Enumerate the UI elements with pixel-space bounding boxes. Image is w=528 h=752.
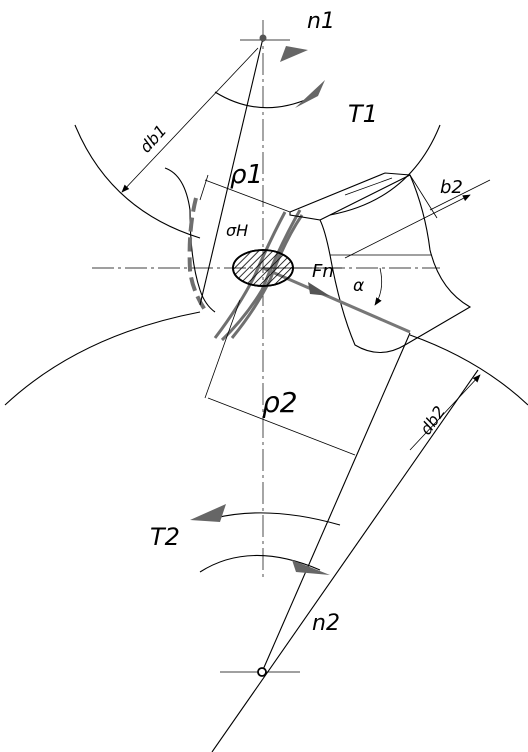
rho1-dimension-line [204,179,291,213]
rho1-ext [199,174,209,201]
b2-dimension-line [344,194,471,259]
rho2-left-ext [204,299,241,399]
db2-arrow [409,374,481,451]
label-T2: T2 [150,523,180,551]
gear-torque-arc [214,512,341,526]
contact-ellipse-fill [232,249,294,287]
label-db1: db1 [136,121,171,156]
alpha-arc [374,267,383,306]
pinion-tooth-flank-3 [220,209,302,342]
label-alpha: α [353,276,364,296]
gear-rotation-arc [199,554,321,573]
force-arrow [308,282,330,296]
gear-rotation-arrow [292,560,330,575]
b2-extension-2 [429,179,491,211]
label-T1: T1 [348,100,378,128]
pinion-center-point [259,34,267,42]
label-sigmaH: σH [226,221,248,240]
gear-center-point [257,667,267,677]
gear-tooth-top-edge [319,174,411,221]
pinion-rotation-arrow [295,80,325,108]
label-n2: n2 [312,611,340,636]
gear-tooth-body [289,172,472,354]
n2-line-of-action [261,332,411,673]
label-rho1: ρ1 [230,160,263,190]
gear-outline-arc-right [409,334,528,406]
gear-torque-arrow [190,504,226,522]
line-of-action [199,37,264,306]
pinion-rotation-arc [214,91,311,109]
b2-extension [409,174,438,219]
label-Fn: Fn [312,261,334,282]
label-rho2: ρ2 [262,386,298,419]
db2-line [211,369,479,752]
label-db2: db2 [416,402,449,438]
pinion-tooth-profile-gray [187,197,207,312]
gear-tooth-face-line [344,177,393,196]
pinion-outline-arc-right [329,124,441,216]
rho2-dimension-line [207,397,356,456]
gear-outline-arc [4,311,201,406]
db1-dimension-line [121,47,259,193]
label-b2: b2 [440,177,463,198]
pinion-tooth-profile [164,167,216,313]
label-n1: n1 [307,9,335,34]
pinion-outline-arc [74,124,201,239]
n1-direction-arrow [280,46,308,62]
